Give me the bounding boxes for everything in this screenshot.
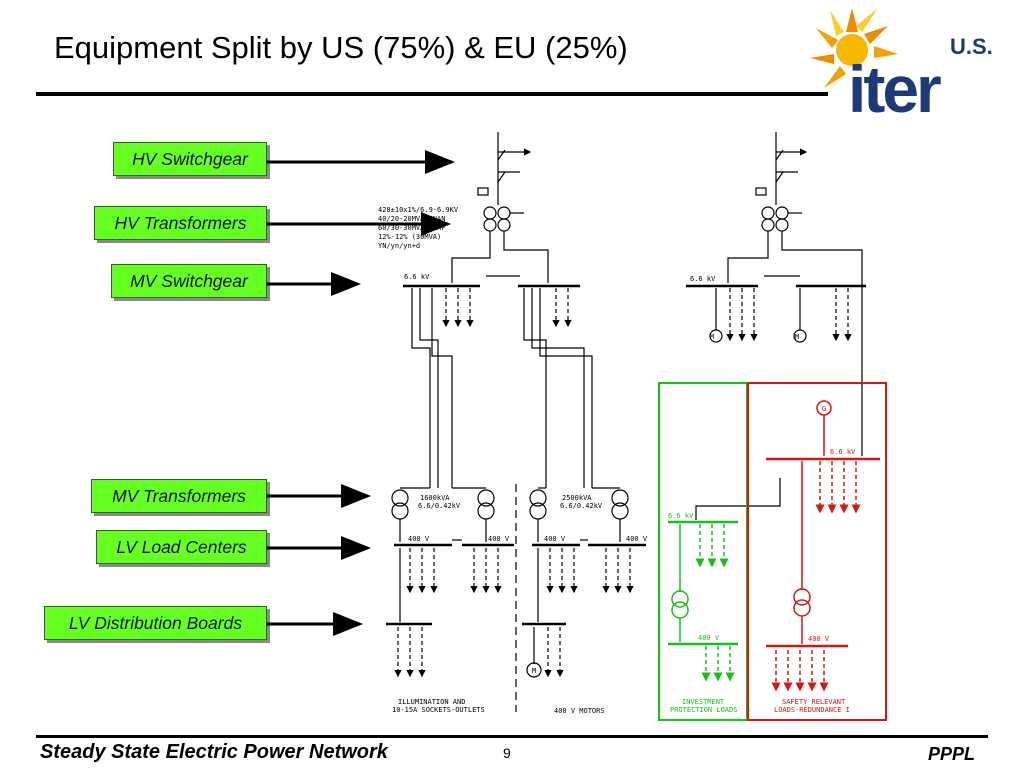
mv-transformer-pair-left xyxy=(391,489,495,542)
svg-text:400 V: 400 V xyxy=(408,535,430,543)
svg-text:400 V MOTORS: 400 V MOTORS xyxy=(554,707,605,715)
page-number: 9 xyxy=(503,745,511,761)
svg-text:M: M xyxy=(710,333,714,341)
svg-text:6.6 kV: 6.6 kV xyxy=(830,448,856,456)
svg-text:M: M xyxy=(795,333,799,341)
hv-transformers-label: HV Transformers xyxy=(94,206,267,240)
svg-text:40/20-20MVA ONAN: 40/20-20MVA ONAN xyxy=(378,215,445,223)
sun-icon xyxy=(810,8,898,88)
svg-text:YN/yn/yn+d: YN/yn/yn+d xyxy=(378,242,420,250)
hv-switchgear-label: HV Switchgear xyxy=(113,142,267,176)
svg-text:2500kVA: 2500kVA xyxy=(562,494,592,502)
svg-text:6.6 kV: 6.6 kV xyxy=(690,275,716,283)
svg-text:PROTECTION LOADS: PROTECTION LOADS xyxy=(670,706,737,714)
svg-text:10-15A SOCKETS-OUTLETS: 10-15A SOCKETS-OUTLETS xyxy=(392,706,485,714)
svg-text:400 V: 400 V xyxy=(698,634,720,642)
svg-text:G: G xyxy=(822,405,826,413)
lv-distribution-boards-label: LV Distribution Boards xyxy=(44,606,267,640)
footer-rule xyxy=(36,735,988,738)
svg-text:U.S.: U.S. xyxy=(950,34,993,59)
svg-text:60/30-30MVA ONAF: 60/30-30MVA ONAF xyxy=(378,224,445,232)
footer-org: PPPL xyxy=(928,744,976,764)
svg-text:400 V: 400 V xyxy=(488,535,510,543)
svg-text:6.6 kV: 6.6 kV xyxy=(668,512,694,520)
svg-text:12%-12% (30MVA): 12%-12% (30MVA) xyxy=(378,233,441,241)
svg-text:400 V: 400 V xyxy=(808,635,830,643)
svg-text:LOADS-REDUNDANCE I: LOADS-REDUNDANCE I xyxy=(774,706,850,714)
svg-text:6.6/0.42kV: 6.6/0.42kV xyxy=(418,502,461,510)
lv-feeders xyxy=(406,548,634,594)
svg-text:400 V: 400 V xyxy=(626,535,648,543)
safety-relevant-section xyxy=(747,382,887,721)
label-arrows xyxy=(266,150,455,636)
svg-text:420±10x1%/6.9-6.9KV: 420±10x1%/6.9-6.9KV xyxy=(378,206,459,214)
svg-text:6.6/0.42kV: 6.6/0.42kV xyxy=(560,502,603,510)
svg-text:1600kVA: 1600kVA xyxy=(420,494,450,502)
title-rule xyxy=(36,92,828,96)
footer-title: Steady State Electric Power Network xyxy=(40,741,388,763)
us-iter-logo: U.S. iter xyxy=(810,8,993,122)
mv-feeders xyxy=(442,288,852,342)
mv-switchgear-label: MV Switchgear xyxy=(111,264,267,298)
motor-icon xyxy=(793,329,807,343)
svg-text:SAFETY RELEVANT: SAFETY RELEVANT xyxy=(782,698,846,706)
svg-text:400 V: 400 V xyxy=(544,535,566,543)
hv-feeder-left xyxy=(477,132,532,232)
mv-transformers-label: MV Transformers xyxy=(91,479,267,513)
motor-icon xyxy=(709,329,723,343)
svg-text:6.6 kV: 6.6 kV xyxy=(404,273,430,281)
svg-text:M: M xyxy=(532,667,536,675)
hv-feeder-right xyxy=(755,132,808,232)
svg-text:ILLUMINATION AND: ILLUMINATION AND xyxy=(398,698,465,706)
motor-icon xyxy=(526,662,542,678)
svg-text:INVESTMENT: INVESTMENT xyxy=(682,698,725,706)
investment-protection-section xyxy=(658,382,748,721)
mv-transformer-pair-right xyxy=(529,489,629,542)
svg-text:iter: iter xyxy=(848,52,941,122)
slide-title: Equipment Split by US (75%) & EU (25%) xyxy=(54,30,628,65)
